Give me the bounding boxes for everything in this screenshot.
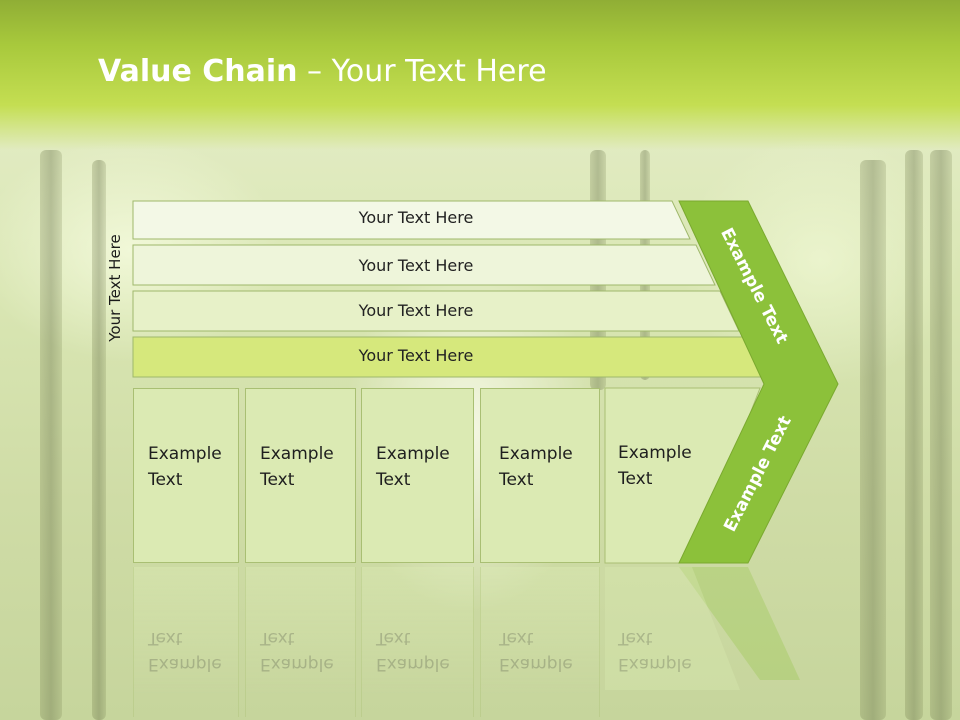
box-2-line2: Text: [260, 470, 295, 490]
box-3-line2: Text: [376, 470, 411, 490]
bar-3-label: Your Text Here: [358, 301, 474, 320]
title-bold-part: Value Chain: [98, 54, 298, 89]
box-5-line2: Text: [618, 469, 653, 489]
bar-2-label: Your Text Here: [358, 256, 474, 275]
activity-box-5-text: Example Text: [618, 440, 692, 492]
bar-2-shape: [132, 244, 716, 286]
box-5-reflection: [605, 567, 740, 690]
bar-1-label: Your Text Here: [358, 208, 474, 227]
bar-1-shape: [132, 200, 691, 240]
activity-box-1: Example Text: [133, 388, 239, 563]
box-1-line1: Example: [148, 444, 222, 464]
activity-box-2: Example Text: [245, 388, 356, 563]
chevron-reflection: [679, 567, 800, 680]
slide-title: Value Chain – Your Text Here: [98, 54, 547, 89]
box-1-line2: Text: [148, 470, 183, 490]
box-3-line1: Example: [376, 444, 450, 464]
box-4-line1: Example: [499, 444, 573, 464]
box-4-line2: Text: [499, 470, 534, 490]
title-band: [0, 0, 960, 150]
bar-4-label: Your Text Here: [358, 346, 474, 365]
activity-box-3: Example Text: [361, 388, 474, 563]
title-rest-part: – Your Text Here: [297, 54, 547, 89]
box-5-line1: Example: [618, 443, 692, 463]
activity-box-4: Example Text: [480, 388, 600, 563]
box-2-line1: Example: [260, 444, 334, 464]
chevron-shape: [678, 200, 839, 564]
